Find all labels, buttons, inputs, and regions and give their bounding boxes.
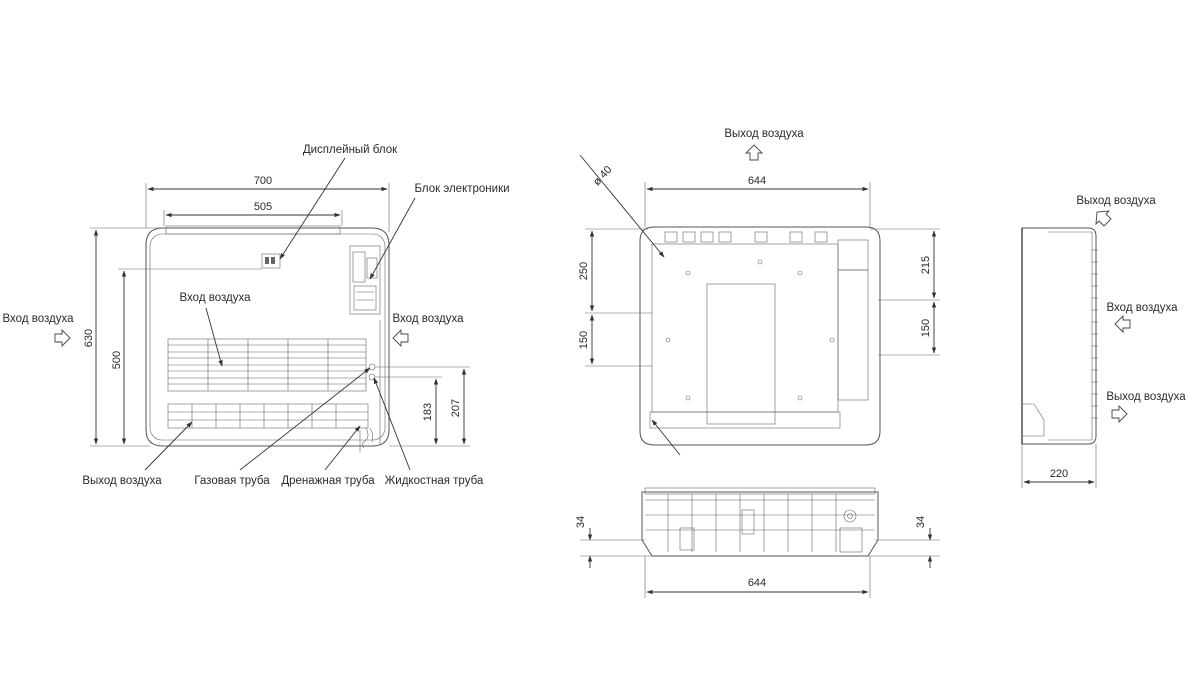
- label-air-outlet-bottom: Выход воздуха: [82, 475, 162, 487]
- side-unit-body: [1021, 227, 1097, 445]
- label-liquid-pipe: Жидкостная труба: [385, 475, 484, 487]
- dim-front-display-height: 500: [111, 351, 123, 369]
- rear-outlet-leader: [651, 419, 681, 456]
- dim-line-hole: [579, 154, 665, 258]
- rear-center-plate: [706, 283, 776, 425]
- display-block-icon: [261, 253, 281, 269]
- dim-rear-250: 250: [578, 262, 590, 280]
- label-drain-pipe: Дренажная труба: [281, 475, 375, 487]
- front-unit-body: [145, 227, 390, 447]
- dim-rear-215: 215: [920, 256, 932, 274]
- front-grille: [167, 338, 367, 392]
- label-air-inlet-front: Вход воздуха: [180, 292, 252, 304]
- rear-screw-holes: [665, 259, 835, 401]
- bottom-unit-body: [641, 491, 879, 557]
- side-louver-ticks: [1092, 249, 1098, 419]
- dim-bottom-34-right: 34: [915, 516, 927, 528]
- rear-side-bracket: [837, 269, 869, 401]
- dim-front-183: 183: [422, 403, 434, 421]
- dim-rear-150-left: 150: [578, 331, 590, 349]
- rear-top-connectors: [664, 231, 828, 243]
- label-electronics-block: Блок электроники: [414, 183, 509, 195]
- bottom-drain-outlet: [843, 509, 857, 523]
- rear-view: 644 ø 40 250 150 215 150 Выход воздуха: [578, 128, 940, 456]
- dim-rear-150-right: 150: [920, 319, 932, 337]
- top-outlet-strip: [165, 225, 341, 235]
- dim-bottom-width: 644: [748, 577, 766, 589]
- arrow-left-icon: [392, 328, 409, 348]
- label-air-inlet-right: Вход воздуха: [393, 313, 465, 325]
- arrow-up-left-icon: [1095, 210, 1112, 227]
- front-view: 700 505 630 500 183 207 Дисплейный блок …: [3, 144, 510, 487]
- rear-unit-body: [639, 226, 881, 446]
- label-gas-pipe: Газовая труба: [194, 475, 270, 487]
- label-side-air-outlet-bottom: Выход воздуха: [1106, 391, 1186, 403]
- dim-rear-width: 644: [748, 175, 766, 187]
- label-side-air-inlet: Вход воздуха: [1107, 302, 1179, 314]
- label-display-block: Дисплейный блок: [303, 144, 398, 156]
- label-air-inlet-left: Вход воздуха: [3, 313, 75, 325]
- dim-front-grille-width: 505: [254, 201, 272, 213]
- dim-bottom-34-left: 34: [575, 516, 587, 528]
- bottom-ribs: [645, 494, 875, 553]
- arrow-right-icon: [54, 328, 71, 348]
- arrow-right-icon: [1111, 404, 1128, 424]
- label-air-outlet-top: Выход воздуха: [724, 128, 804, 140]
- dim-front-height: 630: [83, 329, 95, 347]
- dim-side-depth: 220: [1050, 468, 1068, 480]
- arrow-left-icon: [1114, 314, 1131, 334]
- label-side-air-outlet-top: Выход воздуха: [1076, 195, 1156, 207]
- dim-front-width: 700: [254, 175, 272, 187]
- rear-bottom-rail: [649, 411, 841, 429]
- dim-rear-hole-diameter: ø 40: [591, 164, 615, 188]
- bottom-top-lip: [644, 487, 876, 495]
- bottom-outlet-louvers: [167, 403, 369, 429]
- arrow-up-icon: [744, 144, 764, 161]
- dim-front-207: 207: [450, 399, 462, 417]
- side-view: 220 Выход воздуха Вход воздуха Выход воз…: [1021, 195, 1186, 488]
- bottom-view: 34 34 644: [575, 487, 940, 598]
